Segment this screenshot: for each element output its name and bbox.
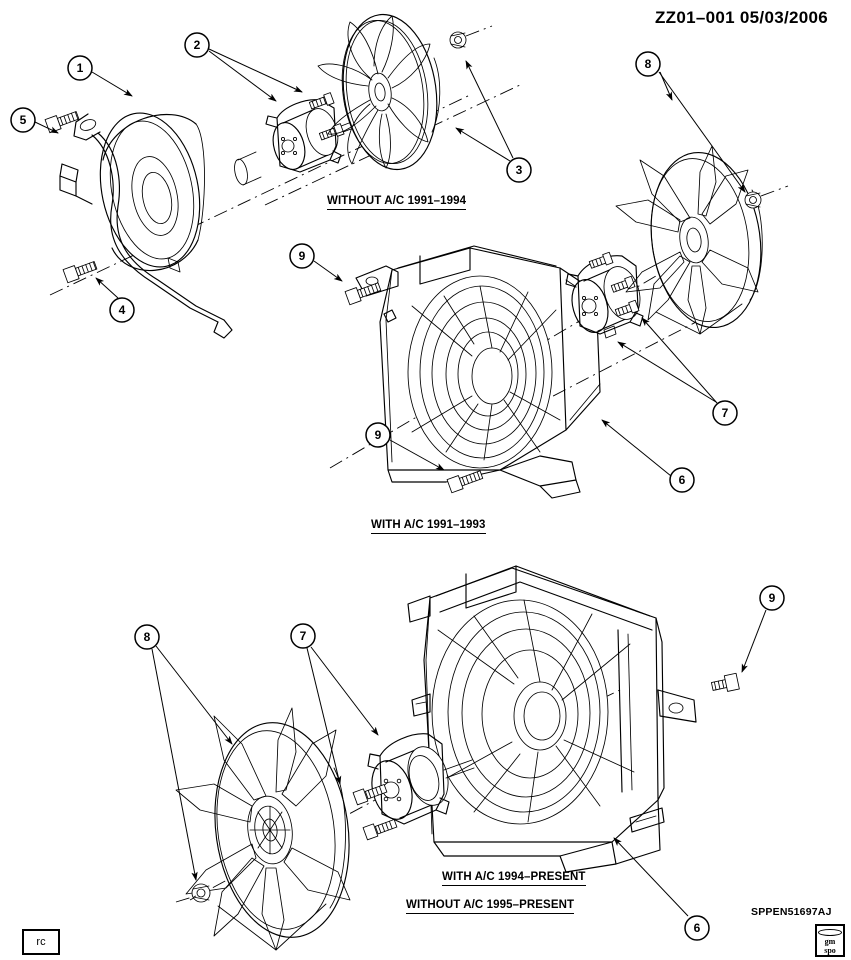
leaders-group-c xyxy=(151,609,767,917)
leaders-group-a xyxy=(34,48,514,299)
part-4-mounting-bolt-lower xyxy=(62,261,98,284)
callout-circle-1 xyxy=(67,55,93,81)
logo-gm-text: gm xyxy=(824,937,836,946)
callout-circle-9-bottom xyxy=(759,585,785,611)
drawing-header: ZZ01–001 05/03/2006 xyxy=(655,8,829,27)
part-8-fan-retaining-nut-bottom xyxy=(175,883,211,903)
callout-circle-9-upper xyxy=(289,243,315,269)
part-8-cooling-fan-blade-mid xyxy=(615,145,763,335)
part-6-fan-shroud-bottom xyxy=(407,565,697,873)
callout-circle-8-bottom xyxy=(134,624,160,650)
assembly-with-ac-1991-1993 xyxy=(313,71,789,499)
gm-spo-logo: gm spo xyxy=(815,924,845,957)
callout-circle-5 xyxy=(10,107,36,133)
part-7-cooling-fan-motor-mid xyxy=(565,255,644,339)
callout-circle-2 xyxy=(184,32,210,58)
callout-circle-4 xyxy=(109,297,135,323)
part-7-cooling-fan-motor-bottom xyxy=(367,733,475,825)
part-7-motor-screws-mid xyxy=(588,251,640,317)
callout-circle-7-mid xyxy=(712,400,738,426)
part-1-fan-shroud-bracket xyxy=(59,112,233,339)
callout-circle-8-top xyxy=(635,51,661,77)
part-2-motor-screws xyxy=(308,92,345,141)
callout-circle-9-lower xyxy=(365,422,391,448)
part-9-shroud-bolts-mid xyxy=(344,282,484,494)
section-label-with-ac-1991-1993: WITH A/C 1991–1993 xyxy=(371,519,486,534)
assembly-with-ac-1994-present xyxy=(151,565,767,951)
part-motor-shaft-collar xyxy=(234,151,262,186)
revision-label: rc xyxy=(36,936,46,948)
section-label-without-ac-1995-present: WITHOUT A/C 1995–PRESENT xyxy=(406,899,575,914)
revision-box: rc xyxy=(22,929,60,955)
section-label-without-ac-1991-1994: WITHOUT A/C 1991–1994 xyxy=(327,195,467,210)
part-9-shroud-bolt-bottom xyxy=(711,672,740,692)
logo-oval xyxy=(818,929,842,936)
callout-bubbles xyxy=(10,32,785,941)
section-label-with-ac-1994-present: WITH A/C 1994–PRESENT xyxy=(442,871,586,886)
part-3-cooling-fan-blade xyxy=(317,13,441,171)
logo-spo-text: spo xyxy=(824,945,836,955)
leaders-group-b xyxy=(313,71,746,477)
drawing-code: SPPEN51697AJ xyxy=(751,906,832,918)
part-7-motor-screws-bottom xyxy=(352,784,398,841)
callout-circle-6-mid xyxy=(669,467,695,493)
callout-circle-3 xyxy=(506,157,532,183)
callout-circle-6-bottom xyxy=(684,915,710,941)
assembly-without-ac-1991-1994 xyxy=(34,13,521,339)
part-8-fan-retaining-nut-mid xyxy=(744,185,789,209)
part-8-cooling-fan-blade-bottom xyxy=(175,707,351,951)
callout-circle-7-bottom xyxy=(290,623,316,649)
part-3-fan-retaining-nut xyxy=(449,25,493,49)
part-6-fan-shroud-mid xyxy=(355,245,601,499)
